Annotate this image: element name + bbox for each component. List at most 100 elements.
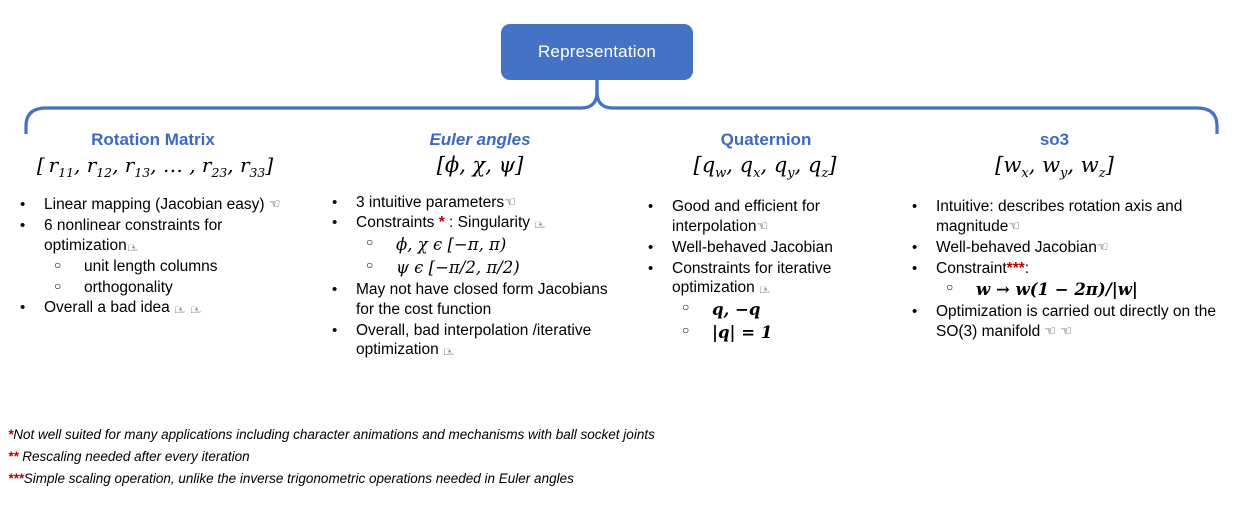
list-item-text: Linear mapping (Jacobian easy) xyxy=(44,196,265,214)
bullet-list-rotation-matrix: • Linear mapping (Jacobian easy) ☜ • 6 n… xyxy=(12,195,304,318)
representation-node[interactable]: Representation xyxy=(501,24,693,80)
list-item: • Constraint***: xyxy=(904,259,1239,279)
column-quaternion: Quaternion [qw, qx, qy, qz] • Good and e… xyxy=(628,130,896,345)
bullet-dot-icon: • xyxy=(332,280,338,298)
list-item-text: May not have closed form Jacobians for t… xyxy=(356,280,608,318)
list-item-text: Good and efficient for interpolation xyxy=(672,198,820,235)
list-item: • Constraints * : Singularity ☜ xyxy=(324,213,612,233)
bullet-circle-icon: ○ xyxy=(54,278,62,293)
column-so3: so3 [wx, wy, wz] • Intuitive: describes … xyxy=(896,130,1243,343)
bullet-circle-icon: ○ xyxy=(366,235,374,250)
bullet-circle-icon: ○ xyxy=(366,258,374,273)
list-item: • Good and efficient for interpolation☜ xyxy=(640,197,890,237)
bullet-dot-icon: • xyxy=(20,196,26,214)
thumbs-down-icon: ☜ xyxy=(174,301,186,317)
bullet-dot-icon: • xyxy=(912,259,918,277)
bullet-dot-icon: • xyxy=(20,299,26,317)
list-item-text: ϕ, χ ϵ [−π, π) xyxy=(396,235,507,255)
curly-brace-icon xyxy=(24,78,1219,134)
thumbs-up-icon: ☜ xyxy=(1096,239,1109,255)
list-item: • Well-behaved Jacobian☜ xyxy=(904,238,1239,258)
column-formula-so3: [wx, wy, wz] xyxy=(995,152,1114,181)
footnote-text: Rescaling needed after every iteration xyxy=(18,448,250,464)
bullet-circle-icon: ○ xyxy=(54,257,62,272)
footnotes: *Not well suited for many applications i… xyxy=(8,424,1228,490)
list-item-text: w → w(1 − 2π)/|w| xyxy=(976,280,1138,300)
column-title-euler-angles: Euler angles xyxy=(429,130,531,149)
footnote-marker: *** xyxy=(8,470,24,486)
column-title-quaternion: Quaternion xyxy=(720,130,812,149)
bullet-dot-icon: • xyxy=(912,303,918,321)
footnote-double-star: ** Rescaling needed after every iteratio… xyxy=(8,446,1228,468)
representation-columns: Rotation Matrix [ r11, r12, r13, … , r23… xyxy=(0,130,1243,420)
list-item: ○ ϕ, χ ϵ [−π, π) xyxy=(324,234,612,256)
thumbs-up-icon: ☜ xyxy=(268,197,281,213)
thumbs-up-icon: ☜ xyxy=(1008,218,1021,234)
bullet-dot-icon: • xyxy=(332,193,338,211)
bullet-circle-icon: ○ xyxy=(946,280,954,295)
bullet-dot-icon: • xyxy=(332,321,338,339)
list-item: • 3 intuitive parameters☜ xyxy=(324,193,612,213)
list-item-text: Well-behaved Jacobian xyxy=(672,238,833,256)
bullet-dot-icon: • xyxy=(648,238,654,256)
bullet-dot-icon: • xyxy=(648,259,654,277)
list-item: • Well-behaved Jacobian xyxy=(640,238,890,258)
list-item: • Overall, bad interpolation /iterative … xyxy=(324,321,612,361)
bullet-dot-icon: • xyxy=(20,217,26,235)
column-title-rotation-matrix: Rotation Matrix xyxy=(91,130,215,149)
footnote-marker: *** xyxy=(1006,259,1025,277)
list-item-text: ψ ϵ [−π/2, π/2) xyxy=(396,258,520,278)
list-item: • Intuitive: describes rotation axis and… xyxy=(904,197,1239,237)
list-item-text: Overall a bad idea xyxy=(44,299,170,317)
footnote-text: Not well suited for many applications in… xyxy=(13,427,655,442)
bullet-dot-icon: • xyxy=(332,214,338,232)
column-title-so3: so3 xyxy=(1039,130,1070,149)
bullet-list-quaternion: • Good and efficient for interpolation☜ … xyxy=(640,197,890,344)
thumbs-down-icon: ☜ xyxy=(534,217,547,233)
list-item: • Constraints for iterative optimization… xyxy=(640,259,890,299)
column-formula-rotation-matrix: [ r11, r12, r13, … , r23, r33] xyxy=(36,152,274,180)
footnote-single-star: *Not well suited for many applications i… xyxy=(8,424,1228,446)
thumbs-up-icon: ☜ xyxy=(1060,324,1073,340)
list-item-text: Intuitive: describes rotation axis and m… xyxy=(936,198,1183,235)
list-item: • Overall a bad idea ☜ ☜ xyxy=(12,298,304,318)
footnote-triple-star: ***Simple scaling operation, unlike the … xyxy=(8,468,1228,490)
list-item: • 6 nonlinear constraints for optimizati… xyxy=(12,216,304,256)
bullet-dot-icon: • xyxy=(912,198,918,216)
thumbs-down-icon: ☜ xyxy=(190,301,202,317)
bullet-dot-icon: • xyxy=(648,198,654,216)
column-formula-euler-angles: [ϕ, χ, ψ] xyxy=(436,152,524,177)
footnote-text: Simple scaling operation, unlike the inv… xyxy=(23,470,574,486)
thumbs-down-icon: ☜ xyxy=(126,239,139,255)
column-formula-quaternion: [qw, qx, qy, qz] xyxy=(693,152,837,181)
list-item-text: |q| = 1 xyxy=(712,323,773,343)
thumbs-up-icon: ☜ xyxy=(504,194,516,210)
list-item-text: Constraint***: xyxy=(936,259,1030,277)
representation-node-label: Representation xyxy=(537,42,657,61)
list-item-text: 6 nonlinear constraints for optimization xyxy=(44,217,223,254)
list-item-text: Overall, bad interpolation /iterative op… xyxy=(356,321,592,359)
thumbs-up-icon: ☜ xyxy=(756,218,769,234)
list-item-text: 3 intuitive parameters xyxy=(356,193,505,211)
list-item-text: Constraints for iterative optimization xyxy=(672,259,832,297)
thumbs-down-icon: ☜ xyxy=(759,281,771,297)
bullet-circle-icon: ○ xyxy=(682,323,690,338)
bullet-dot-icon: • xyxy=(912,238,918,256)
list-item: • Optimization is carried out directly o… xyxy=(904,302,1239,342)
bullet-circle-icon: ○ xyxy=(682,300,690,315)
list-item: • May not have closed form Jacobians for… xyxy=(324,280,612,320)
list-item: ○ ψ ϵ [−π/2, π/2) xyxy=(324,257,612,279)
list-item: • Linear mapping (Jacobian easy) ☜ xyxy=(12,195,304,215)
list-item: ○ q, −q xyxy=(640,299,890,321)
bullet-list-so3: • Intuitive: describes rotation axis and… xyxy=(904,197,1239,342)
bullet-list-euler-angles: • 3 intuitive parameters☜ • Constraints … xyxy=(324,193,612,361)
footnote-marker: * xyxy=(8,427,14,442)
list-item-text: q, −q xyxy=(712,300,761,320)
footnote-marker: ** xyxy=(8,448,19,464)
list-item-text: unit length columns xyxy=(84,257,218,275)
list-item: ○ unit length columns xyxy=(12,257,304,277)
list-item-text: Optimization is carried out directly on … xyxy=(936,303,1216,341)
list-item-text: Constraints * : Singularity xyxy=(356,214,531,232)
list-item-text: Well-behaved Jacobian xyxy=(936,238,1097,256)
thumbs-down-icon: ☜ xyxy=(443,344,455,360)
